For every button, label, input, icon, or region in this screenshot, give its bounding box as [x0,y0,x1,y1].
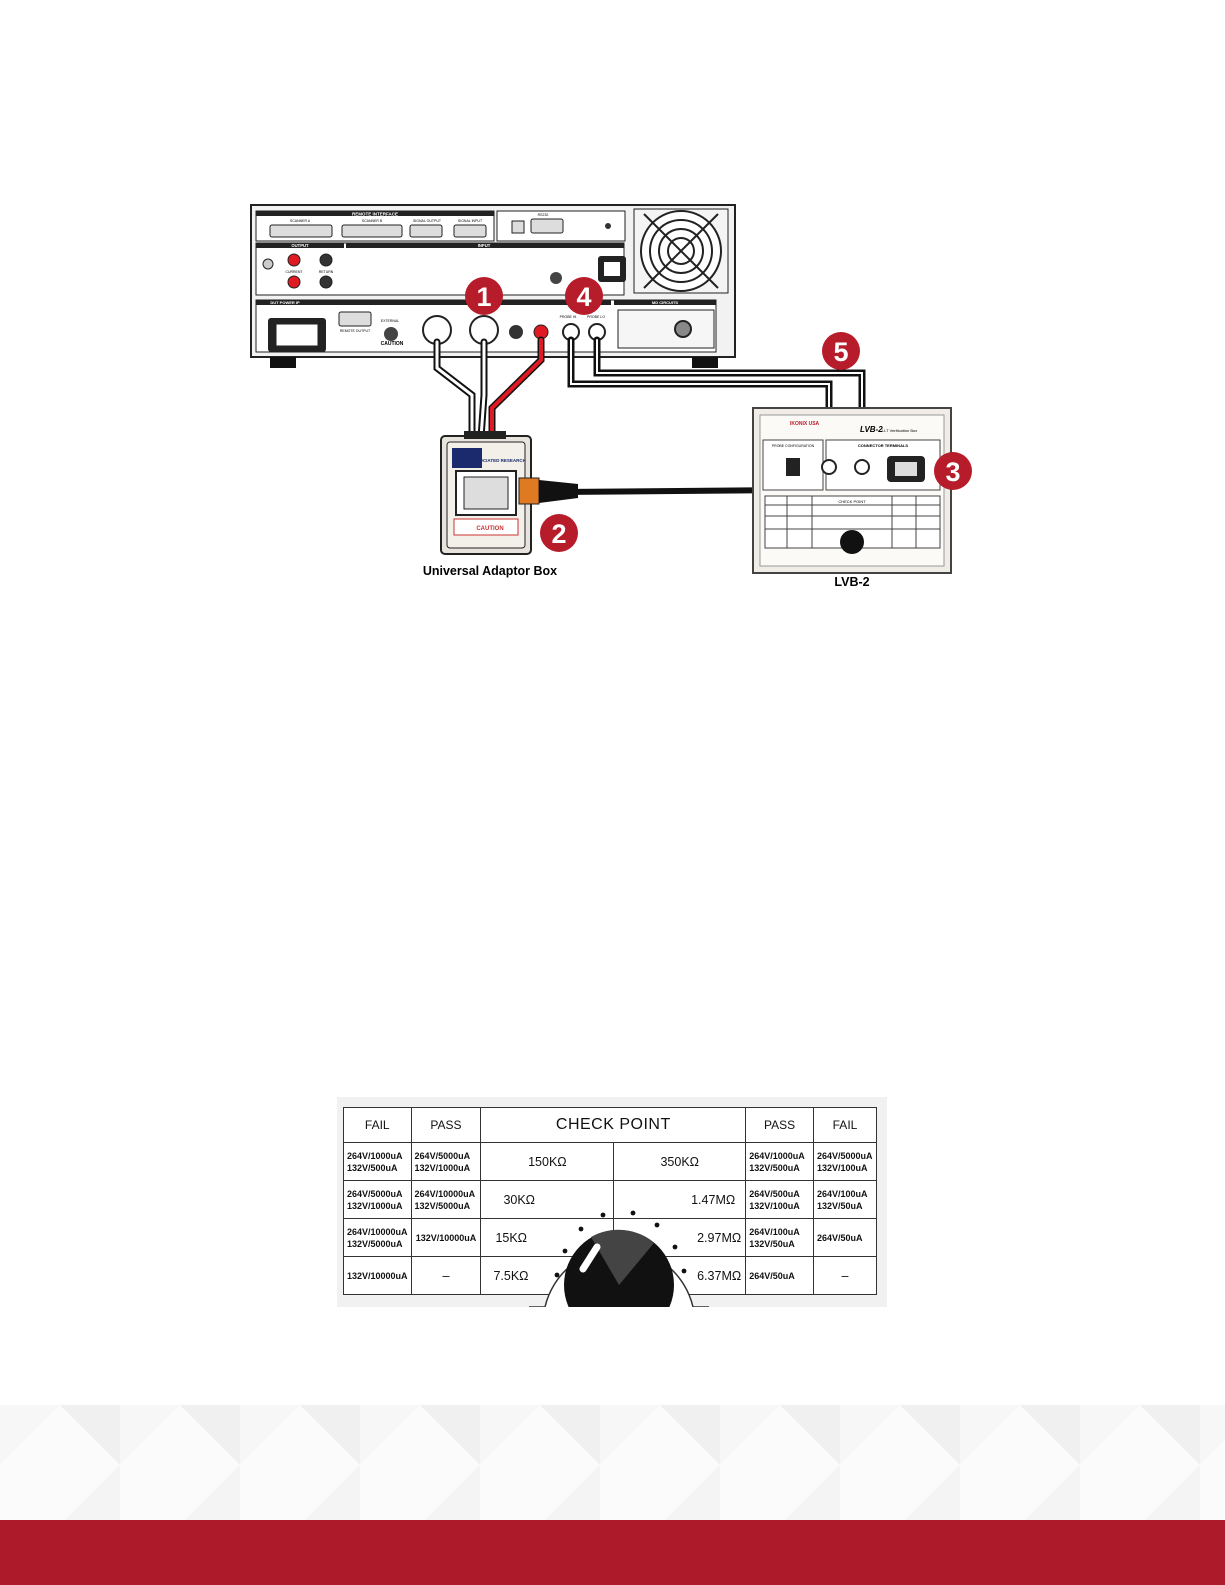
svg-text:MD CIRCUITS: MD CIRCUITS [652,300,679,305]
header-fail-left: FAIL [343,1107,412,1143]
svg-text:CHECK POINT: CHECK POINT [838,499,866,504]
svg-text:SCANNER A: SCANNER A [290,219,311,223]
check-point-selector-knob[interactable] [529,1169,709,1307]
svg-text:3: 3 [945,457,960,487]
svg-text:INPUT: INPUT [478,243,491,248]
table-header-row: FAIL PASS CHECK POINT PASS FAIL [343,1107,878,1143]
lvb-caption: LVB-2 [834,575,869,589]
lvb-2-box: IKONIX USA LVB-2 LLT Verification Box PR… [752,407,952,574]
header-pass-left: PASS [410,1107,482,1143]
svg-text:IKONIX USA: IKONIX USA [790,421,820,427]
svg-text:ASSOCIATED RESEARCH: ASSOCIATED RESEARCH [470,458,526,463]
svg-text:PROBE CONFIGURATION: PROBE CONFIGURATION [772,444,815,448]
svg-text:CAUTION: CAUTION [476,526,503,532]
fan-grille [633,208,729,294]
remote-interface-label: REMOTE INTERFACE [352,212,398,217]
adaptor-leads [433,336,545,442]
adaptor-caption: Universal Adaptor Box [423,564,557,578]
svg-text:CONNECTOR TERMINALS: CONNECTOR TERMINALS [858,443,908,448]
footer-pattern [0,1405,1225,1520]
svg-text:SCANNER B: SCANNER B [362,219,383,223]
svg-text:4: 4 [576,282,591,312]
header-check-point: CHECK POINT [480,1107,747,1143]
instrument-rear-panel: REMOTE INTERFACE SCANNER A SCANNER B SIG… [250,204,736,368]
callout-2: 2 [540,514,578,552]
callout-1: 1 [465,277,503,315]
resistance-label: 150KΩ [480,1142,615,1181]
footer-bar [0,1520,1225,1585]
check-point-panel: FAIL PASS CHECK POINT PASS FAIL 264V/100… [337,1097,887,1307]
svg-text:REMOTE OUTPUT: REMOTE OUTPUT [340,329,371,333]
svg-text:OUTPUT: OUTPUT [291,243,309,248]
callout-4: 4 [565,277,603,315]
svg-text:CAUTION: CAUTION [381,341,404,347]
header-fail-right: FAIL [812,1107,878,1143]
svg-text:PROBE HI: PROBE HI [560,315,577,319]
svg-text:RETURN: RETURN [319,270,334,274]
svg-text:LLT Verification Box: LLT Verification Box [882,428,917,433]
svg-text:EXTERNAL: EXTERNAL [381,319,400,323]
svg-text:SIGNAL INPUT: SIGNAL INPUT [458,219,483,223]
svg-text:CURRENT: CURRENT [285,270,303,274]
connection-diagram: REMOTE INTERFACE SCANNER A SCANNER B SIG… [250,204,972,589]
resistance-label: 30KΩ [480,1180,615,1219]
svg-text:PROBE LO: PROBE LO [587,315,605,319]
callout-5: 5 [822,332,860,370]
svg-text:RS232: RS232 [538,213,549,217]
universal-adaptor-box: ASSOCIATED RESEARCH CAUTION [440,431,578,555]
svg-text:5: 5 [833,337,848,367]
svg-text:LVB-2: LVB-2 [860,425,883,434]
callout-3: 3 [934,452,972,490]
header-pass-right: PASS [745,1107,814,1143]
svg-text:1: 1 [476,282,491,312]
resistance-label: 1.47MΩ [613,1180,747,1219]
svg-text:DUT POWER IP: DUT POWER IP [270,300,300,305]
svg-text:SIGNAL OUTPUT: SIGNAL OUTPUT [413,219,442,223]
svg-text:2: 2 [551,519,566,549]
